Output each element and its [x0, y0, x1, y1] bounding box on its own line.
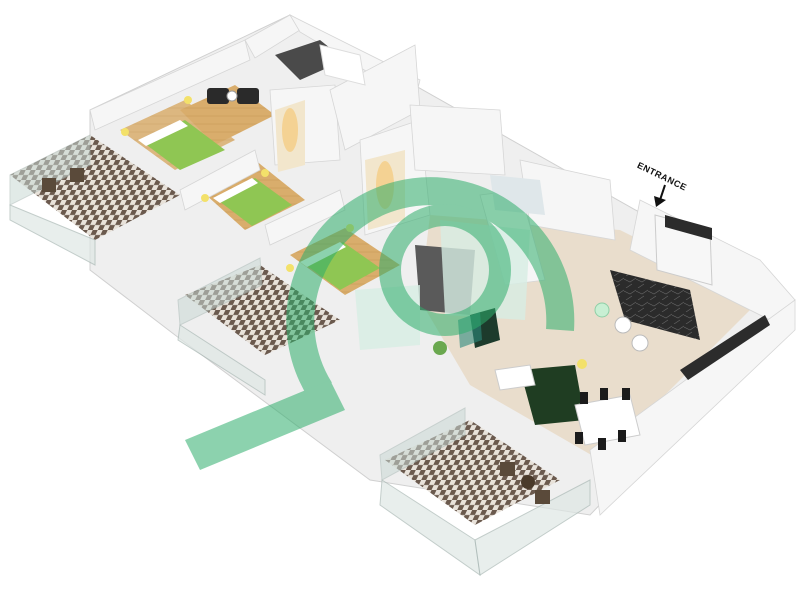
living-room [433, 308, 641, 450]
balcony-west [9, 134, 180, 266]
bedroom-lounge-chairs [207, 88, 259, 104]
balcony-south [379, 407, 591, 577]
watermark-logo-icon [185, 177, 575, 470]
entrance-arrow-icon [654, 184, 666, 207]
bathrooms [275, 40, 545, 350]
kitchen [594, 214, 770, 380]
